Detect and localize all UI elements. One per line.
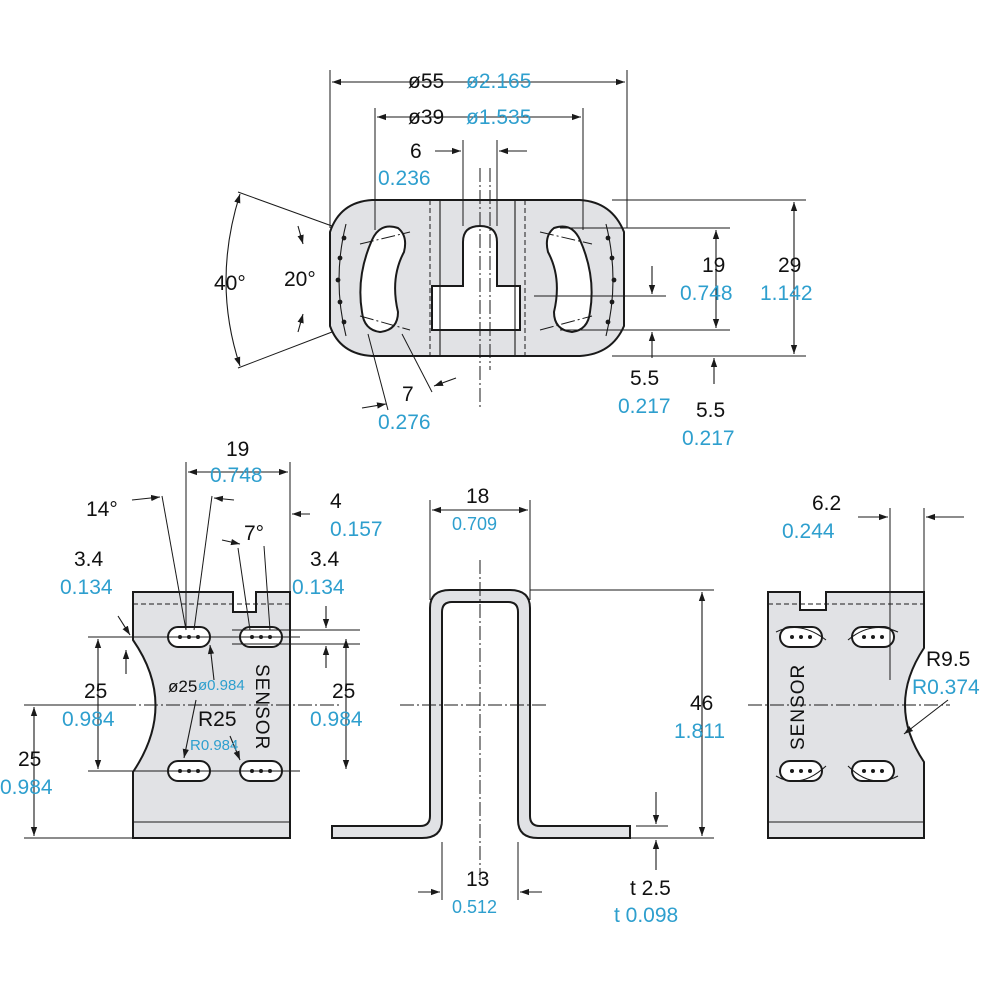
offset-a-inch: 0.217 xyxy=(618,395,671,418)
front-sensor-label: SENSOR xyxy=(251,664,272,750)
inner-diameter-inch: ø1.535 xyxy=(466,106,531,129)
rear-view: 6.2 0.244 R9.5 R0.374 SENSOR xyxy=(748,492,980,839)
rear-radius-mm: R9.5 xyxy=(926,648,970,671)
radius-inch: R0.984 xyxy=(190,737,238,754)
rear-sensor-label: SENSOR xyxy=(788,664,809,750)
height-mm: 46 xyxy=(690,692,713,715)
height-inch: 1.811 xyxy=(674,720,725,743)
thickness-inch: t 0.098 xyxy=(614,904,678,927)
side-view-profile xyxy=(331,589,631,839)
slot-angle: 40° xyxy=(214,272,246,295)
slot-size-left-inch: 0.134 xyxy=(60,576,113,599)
hole-pitch-y-left-mm: 25 xyxy=(84,680,107,703)
notch-width-mm: 4 xyxy=(330,490,342,513)
slot-height-mm: 19 xyxy=(702,254,725,277)
inner-diameter-mm: ø39 xyxy=(408,106,444,129)
rear-radius-inch: R0.374 xyxy=(912,676,980,699)
bottom-height-inch: 0.984 xyxy=(0,776,53,799)
angle-14: 14° xyxy=(86,498,118,521)
right-curved-slot xyxy=(545,225,593,334)
top-view: ø55 ø2.165 ø39 ø1.535 6 0.236 40° 20° 7 … xyxy=(214,70,813,450)
hole-pitch-y-right-mm: 25 xyxy=(332,680,355,703)
top-width-mm: 18 xyxy=(466,485,489,508)
pitch-circle-inch: ø0.984 xyxy=(198,677,245,694)
left-curved-slot xyxy=(359,225,407,334)
angle-7: 7° xyxy=(244,522,264,545)
hole-pitch-x-inch: 0.748 xyxy=(210,464,263,487)
pitch-circle-mm: ø25 xyxy=(168,677,197,696)
side-view: 18 0.709 46 1.811 13 0.512 t 2.5 t 0.098 xyxy=(331,485,725,927)
bottom-width-inch: 0.512 xyxy=(452,897,497,917)
outer-diameter-mm: ø55 xyxy=(408,70,444,93)
bottom-width-mm: 13 xyxy=(466,868,489,891)
offset-b-mm: 5.5 xyxy=(696,399,725,422)
hole-pitch-y-left-inch: 0.984 xyxy=(62,708,115,731)
slot-width-mm: 6 xyxy=(410,140,422,163)
slot-size-right-mm: 3.4 xyxy=(310,548,340,571)
slot-size-right-inch: 0.134 xyxy=(292,576,345,599)
width-mm: 7 xyxy=(402,383,414,406)
thickness-mm: t 2.5 xyxy=(630,877,671,900)
radius-mm: R25 xyxy=(198,708,237,731)
slot-angle-inner: 20° xyxy=(284,268,316,291)
slot-size-left-mm: 3.4 xyxy=(74,548,104,571)
overall-height-inch: 1.142 xyxy=(760,282,813,305)
hole-pitch-y-right-inch: 0.984 xyxy=(310,708,363,731)
outer-diameter-inch: ø2.165 xyxy=(466,70,531,93)
hole-pitch-x-mm: 19 xyxy=(226,438,249,461)
notch-offset-mm: 6.2 xyxy=(812,492,841,515)
top-width-inch: 0.709 xyxy=(452,514,497,534)
center-slot xyxy=(431,224,521,331)
notch-offset-inch: 0.244 xyxy=(782,520,835,543)
slot-height-inch: 0.748 xyxy=(680,282,733,305)
notch-width-inch: 0.157 xyxy=(330,518,383,541)
overall-height-mm: 29 xyxy=(778,254,801,277)
width-inch: 0.276 xyxy=(378,411,431,434)
front-view: 19 0.748 14° 7° 4 0.157 3.4 0.134 3.4 0.… xyxy=(0,438,383,839)
slot-width-inch: 0.236 xyxy=(378,167,431,190)
offset-a-mm: 5.5 xyxy=(630,367,659,390)
bottom-height-mm: 25 xyxy=(18,748,41,771)
offset-b-inch: 0.217 xyxy=(682,427,735,450)
